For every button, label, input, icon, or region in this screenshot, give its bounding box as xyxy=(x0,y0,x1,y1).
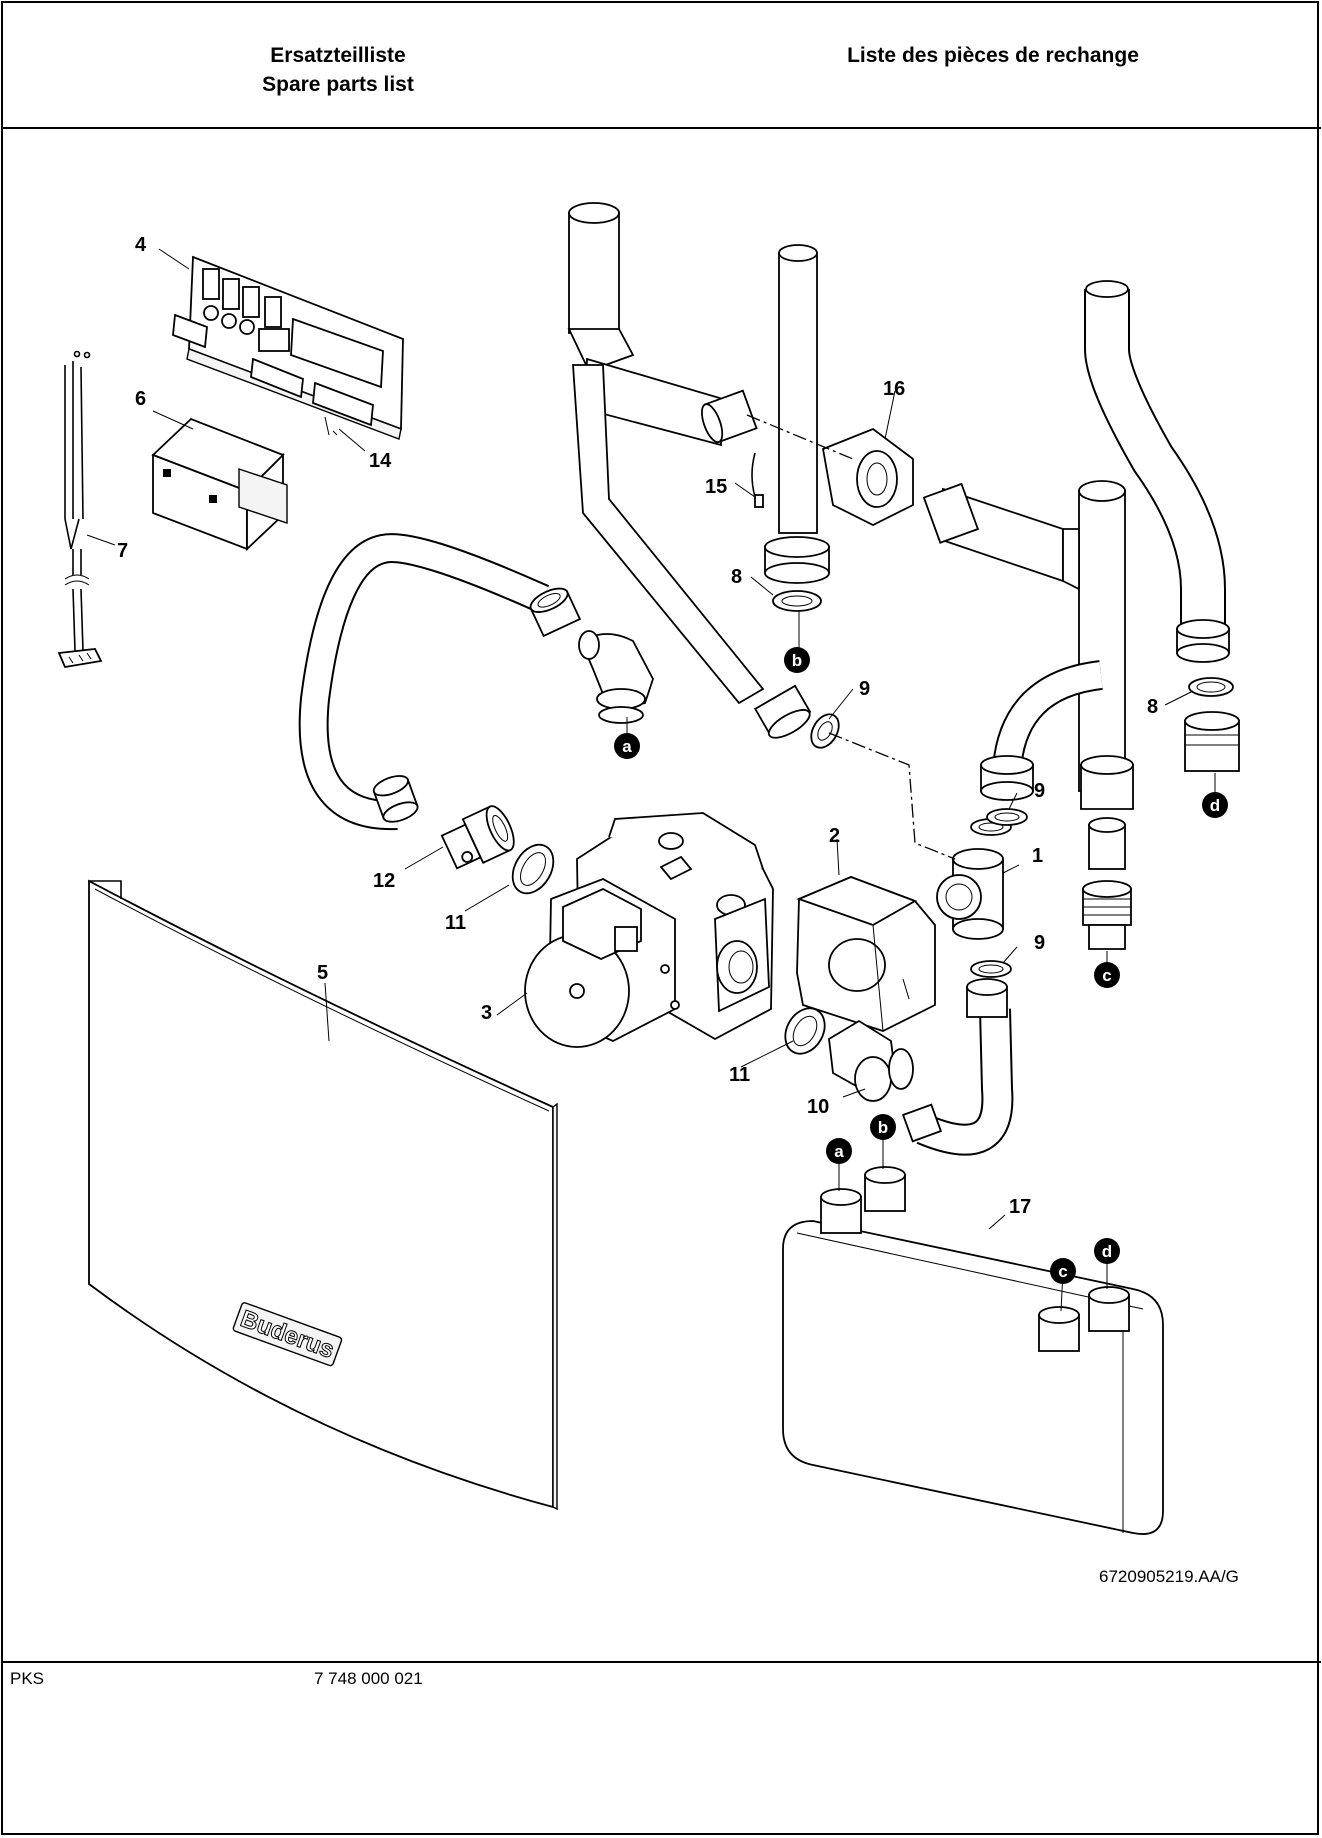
drawing-reference-number: 6720905219.AA/G xyxy=(1099,1567,1239,1586)
bypass-pipe-loop xyxy=(298,533,654,895)
part-label-5: 5 xyxy=(317,962,328,984)
connection-cable xyxy=(57,350,103,669)
lower-connecting-pipe xyxy=(901,978,1014,1156)
svg-text:c: c xyxy=(1058,1262,1067,1281)
svg-text:d: d xyxy=(1210,796,1220,815)
front-cover-panel: Buderus xyxy=(88,879,558,1511)
cold-water-pipe xyxy=(751,244,830,612)
marker-a-lower: a xyxy=(826,1138,852,1164)
svg-text:b: b xyxy=(878,1118,888,1137)
page-footer: PKS 7 748 000 021 xyxy=(3,1661,1321,1835)
footer-code: PKS xyxy=(10,1669,45,1688)
part-label-11-lower: 11 xyxy=(729,1064,750,1086)
seal-and-connector-10 xyxy=(784,1007,914,1102)
part-label-1: 1 xyxy=(1032,845,1043,867)
supply-tee-pipe xyxy=(922,480,1134,950)
svg-text:c: c xyxy=(1102,966,1111,985)
title-german: Ersatzteilliste xyxy=(270,44,406,67)
exchanger-port-d xyxy=(1088,1286,1130,1332)
part-label-10: 10 xyxy=(807,1096,829,1118)
exchanger-port-c xyxy=(1038,1306,1080,1352)
marker-d-lower: d xyxy=(1094,1238,1120,1264)
part-label-9-upper: 9 xyxy=(859,678,870,700)
assembly-axis-lines xyxy=(746,414,956,860)
marker-c-lower: c xyxy=(1050,1258,1076,1284)
part-number-labels: 1 2 3 4 5 6 7 8 8 9 9 9 10 11 11 12 14 1… xyxy=(117,234,1158,1218)
part-label-8-left: 8 xyxy=(731,566,742,588)
connection-markers: a b c d a xyxy=(614,647,1228,1284)
electrical-module xyxy=(151,417,288,552)
flow-sensor xyxy=(821,427,914,527)
part-label-9-middle: 9 xyxy=(1034,780,1045,802)
three-way-valve xyxy=(936,818,1012,978)
part-label-17: 17 xyxy=(1009,1196,1031,1218)
part-label-3: 3 xyxy=(481,1002,492,1024)
part-label-9-lower: 9 xyxy=(1034,932,1045,954)
part-label-2: 2 xyxy=(829,825,840,847)
hot-water-pipe xyxy=(1084,280,1240,772)
part-label-8-right: 8 xyxy=(1147,696,1158,718)
marker-d-upper: d xyxy=(1202,792,1228,818)
part-label-12: 12 xyxy=(373,870,395,892)
footer-part-number: 7 748 000 021 xyxy=(314,1669,423,1688)
page-header: Ersatzteilliste Spare parts list Liste d… xyxy=(3,3,1321,129)
title-french: Liste des pièces de rechange xyxy=(847,44,1139,67)
return-pipe-assembly xyxy=(567,202,840,749)
svg-text:b: b xyxy=(792,651,802,670)
part-label-15: 15 xyxy=(705,476,727,498)
marker-b-upper: b xyxy=(784,647,810,673)
title-block-left: Ersatzteilliste Spare parts list xyxy=(163,41,513,99)
circulation-pump xyxy=(524,812,774,1048)
part-label-16: 16 xyxy=(883,378,905,400)
control-circuit-board xyxy=(172,255,404,440)
title-english: Spare parts list xyxy=(262,73,414,96)
part-label-11-upper: 11 xyxy=(445,912,466,934)
exchanger-port-a xyxy=(820,1188,862,1234)
marker-c-upper: c xyxy=(1094,962,1120,988)
exploded-view-drawing: Buderus xyxy=(3,129,1321,1661)
svg-text:a: a xyxy=(622,737,632,756)
diverter-valve-actuator xyxy=(796,876,936,1032)
marker-a-upper: a xyxy=(614,733,640,759)
part-label-6: 6 xyxy=(135,388,146,410)
part-label-7: 7 xyxy=(117,540,128,562)
svg-text:a: a xyxy=(834,1142,844,1161)
plate-heat-exchanger xyxy=(782,1166,1164,1535)
svg-text:d: d xyxy=(1102,1242,1112,1261)
part-label-4: 4 xyxy=(135,234,147,256)
exchanger-port-b xyxy=(864,1166,906,1212)
part-label-14: 14 xyxy=(369,450,392,472)
marker-b-lower: b xyxy=(870,1114,896,1140)
